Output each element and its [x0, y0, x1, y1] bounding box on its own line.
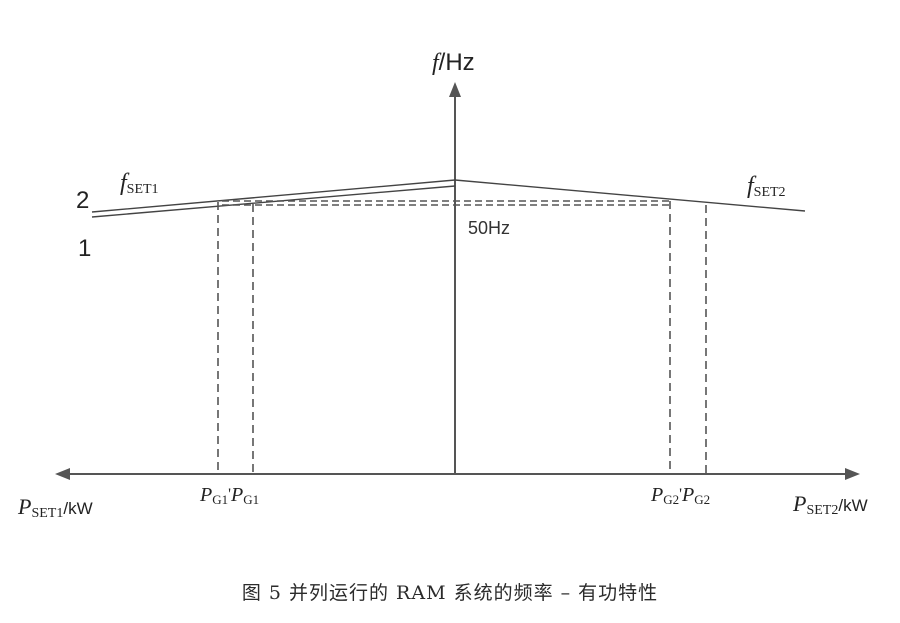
x-axis-right-arrow: [845, 468, 860, 480]
tick-label-pg1: P: [230, 484, 243, 506]
line-label-2: 2: [76, 187, 89, 214]
droop-line-1: [91, 185, 456, 218]
tick-label-pg1-group: PG1'PG1: [199, 484, 259, 507]
y-axis-arrow: [449, 82, 461, 97]
figure-caption: 图 5 并列运行的 RAM 系统的频率 – 有功特性: [241, 582, 659, 604]
reference-50hz-label: 50Hz: [468, 218, 510, 238]
y-axis-label: f/Hz: [432, 49, 475, 76]
curve-right-label: fSET2: [747, 173, 786, 200]
tick-label-pg2-group: PG2'PG2: [650, 484, 710, 507]
reference-50hz-box: [221, 200, 670, 206]
x-axis-left-arrow: [55, 468, 70, 480]
droop-line-2: [91, 179, 806, 213]
x-axis-right-label: PSET2/kW: [792, 491, 868, 518]
tick-label-pg2-prime: P: [650, 484, 663, 506]
line-label-1: 1: [78, 235, 91, 262]
curve-left-label: fSET1: [120, 170, 159, 197]
tick-label-pg2: P: [681, 484, 694, 506]
tick-label-pg1-prime: P: [199, 484, 212, 506]
x-axis-left-label: PSET1/kW: [17, 494, 93, 521]
